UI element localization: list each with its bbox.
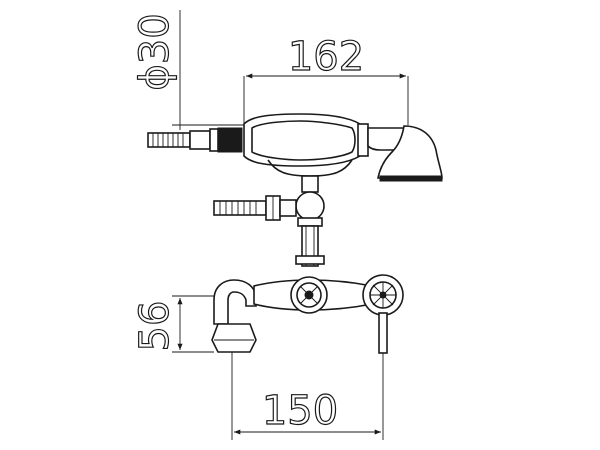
dimension-label-162: 162	[288, 34, 364, 80]
hose-upper	[147, 127, 243, 153]
mixer-body	[211, 274, 404, 354]
shower-holder-stem	[267, 159, 353, 267]
dimension-label-56: 56	[132, 301, 178, 352]
dimension-162: 162	[243, 33, 409, 125]
hose-lower	[213, 195, 297, 221]
dimension-label-diameter-30: ϕ30	[132, 13, 178, 90]
dimension-56: 56	[131, 295, 214, 353]
dimension-150: 150	[231, 352, 384, 440]
dimension-diameter-30: ϕ30	[131, 10, 244, 130]
dimension-label-150: 150	[262, 388, 338, 434]
hand-shower	[243, 113, 443, 182]
